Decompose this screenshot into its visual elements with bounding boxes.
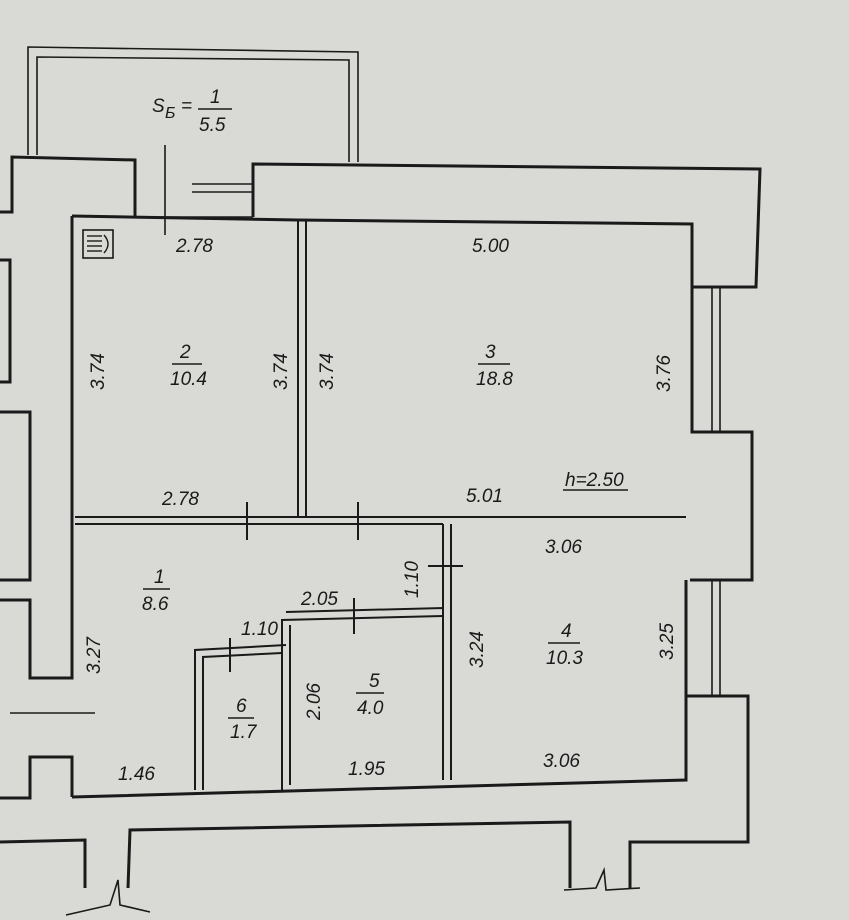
dim-room3-left: 3.74 bbox=[317, 353, 338, 390]
balcony-numerator: 1 bbox=[210, 87, 221, 108]
dim-room2-left: 3.74 bbox=[88, 353, 109, 390]
dimension-labels: 2.78 5.00 2.78 5.01 h=2.50 3.74 3.74 3.7… bbox=[84, 236, 678, 785]
room-labels: 2 10.4 3 18.8 1 8.6 4 10.3 5 4.0 6 1.7 bbox=[142, 342, 583, 743]
partitions bbox=[75, 221, 686, 790]
room-5-number: 5 bbox=[369, 671, 380, 692]
heater-icon bbox=[82, 229, 114, 259]
dim-room3-bottom: 5.01 bbox=[466, 486, 503, 507]
dim-room1-left: 3.27 bbox=[84, 636, 105, 674]
room-4-number: 4 bbox=[561, 621, 572, 642]
dim-room4-right: 3.25 bbox=[657, 623, 678, 660]
dim-room3-top: 5.00 bbox=[472, 236, 509, 257]
dim-room3-right: 3.76 bbox=[654, 355, 675, 392]
room-2-number: 2 bbox=[179, 342, 191, 363]
room-6-area: 1.7 bbox=[230, 722, 258, 743]
dim-room6-top: 1.10 bbox=[241, 619, 278, 640]
dim-room2-bottom: 2.78 bbox=[161, 489, 199, 510]
balcony-s-label: S bbox=[152, 96, 165, 117]
room-6-number: 6 bbox=[236, 696, 247, 717]
room-1-area: 8.6 bbox=[142, 594, 169, 615]
room-3-area: 18.8 bbox=[476, 369, 513, 390]
outer-walls bbox=[0, 145, 762, 916]
balcony bbox=[27, 46, 359, 162]
balcony-area-label: S Б = 1 5.5 bbox=[152, 87, 232, 136]
dim-room4-bottom: 3.06 bbox=[543, 751, 580, 772]
balcony-area-value: 5.5 bbox=[199, 115, 226, 136]
dim-room1-bottom: 1.46 bbox=[118, 764, 155, 785]
ceiling-height: h=2.50 bbox=[565, 470, 624, 491]
balcony-s-subscript: Б bbox=[165, 105, 175, 122]
room-5-area: 4.0 bbox=[357, 698, 384, 719]
room-1-number: 1 bbox=[154, 567, 165, 588]
dim-room5-left: 2.06 bbox=[304, 683, 325, 721]
dim-room5-top: 2.05 bbox=[300, 589, 338, 610]
dim-room2-top: 2.78 bbox=[175, 236, 213, 257]
dim-room5-bottom: 1.95 bbox=[348, 759, 385, 780]
room-2-area: 10.4 bbox=[170, 369, 207, 390]
balcony-equals: = bbox=[181, 96, 192, 117]
dim-room4-left: 3.24 bbox=[467, 631, 488, 668]
dim-corridor-vertical: 1.10 bbox=[402, 561, 423, 598]
room-3-number: 3 bbox=[485, 342, 496, 363]
dim-room4-top: 3.06 bbox=[545, 537, 582, 558]
room-4-area: 10.3 bbox=[546, 648, 583, 669]
dim-room2-right: 3.74 bbox=[271, 353, 292, 390]
